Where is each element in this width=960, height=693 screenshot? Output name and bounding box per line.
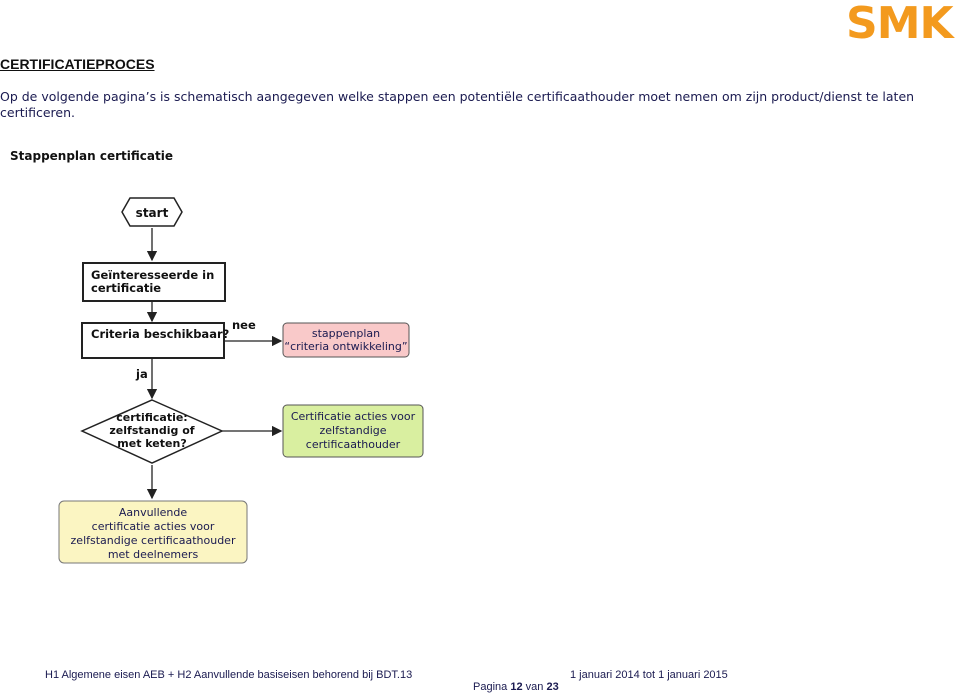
- box-additional-actions: Aanvullende certificatie acties voor zel…: [58, 500, 248, 564]
- box-independent-line1: Certificatie acties voor: [291, 410, 416, 423]
- page-total: 23: [546, 681, 559, 693]
- box-additional-line1: Aanvullende: [119, 506, 188, 519]
- smk-logo: SMK: [846, 0, 954, 49]
- box-additional-line4: met deelnemers: [108, 548, 199, 561]
- page-title: CERTIFICATIEPROCES: [0, 56, 155, 72]
- footer-page-number: Pagina 12 van 23: [473, 681, 559, 693]
- page-mid: van: [525, 681, 544, 693]
- box-criteria-development-line1: stappenplan: [312, 327, 380, 340]
- step-interested: Geïnteresseerde in certificatie: [82, 262, 226, 302]
- step-criteria-label: Criteria beschikbaar?: [91, 327, 229, 341]
- box-additional-line3: zelfstandige certificaathouder: [71, 534, 236, 547]
- box-independent-line3: certificaathouder: [306, 438, 401, 451]
- page-current: 12: [510, 681, 523, 693]
- footer-validity: 1 januari 2014 tot 1 januari 2015: [570, 669, 728, 681]
- step-interested-line1: Geïnteresseerde in: [91, 268, 214, 282]
- step-criteria: Criteria beschikbaar?: [81, 322, 229, 359]
- box-criteria-development-line2: “criteria ontwikkeling”: [284, 340, 407, 353]
- decision-node: certificatie: zelfstandig of met keten?: [80, 399, 224, 464]
- connectors: [146, 228, 283, 500]
- nee-label: nee: [232, 318, 256, 332]
- box-independent-line2: zelfstandige: [319, 424, 386, 437]
- decision-line2: zelfstandig of: [109, 424, 194, 437]
- intro-text: Op de volgende pagina’s is schematisch a…: [0, 89, 915, 120]
- box-criteria-development: stappenplan “criteria ontwikkeling”: [282, 322, 410, 358]
- step-interested-line2: certificatie: [91, 281, 161, 295]
- footer-document-title: H1 Algemene eisen AEB + H2 Aanvullende b…: [45, 669, 413, 681]
- box-independent-actions: Certificatie acties voor zelfstandige ce…: [282, 404, 424, 458]
- box-additional-line2: certificatie acties voor: [92, 520, 215, 533]
- start-node: start: [121, 197, 183, 227]
- decision-line3: met keten?: [117, 437, 186, 450]
- ja-label: ja: [135, 367, 148, 381]
- decision-line1: certificatie:: [116, 411, 187, 424]
- start-label: start: [136, 206, 169, 220]
- flowchart-title: Stappenplan certificatie: [10, 149, 173, 163]
- page-prefix: Pagina: [473, 681, 508, 693]
